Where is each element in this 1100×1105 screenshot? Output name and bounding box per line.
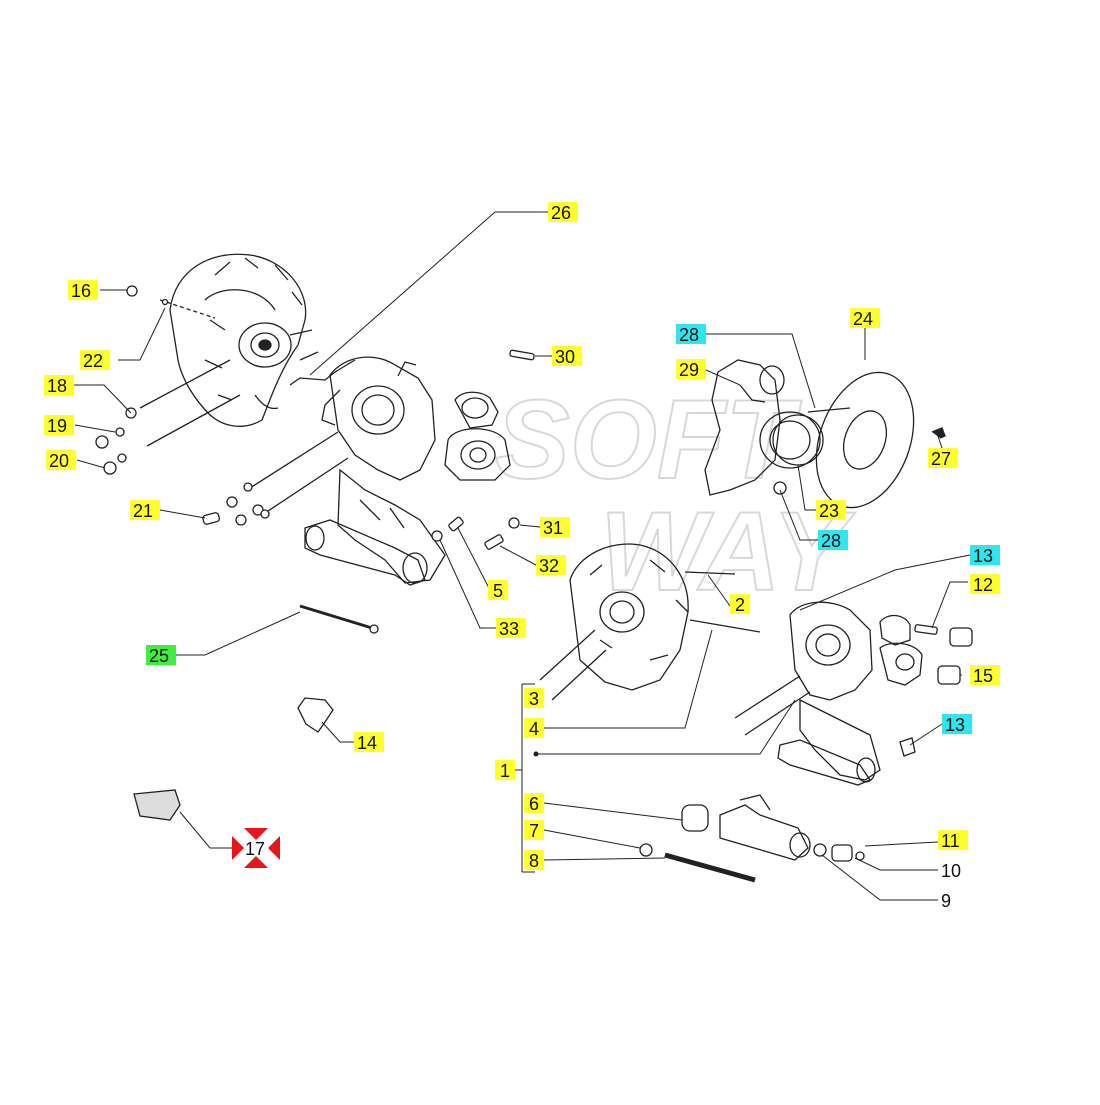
callout-21: 21 (133, 501, 153, 521)
callout-32: 32 (539, 556, 559, 576)
callout-4: 4 (529, 719, 539, 739)
callout-3: 3 (529, 689, 539, 709)
washer-19 (115, 427, 125, 437)
pin-8 (664, 852, 756, 883)
bush-10 (831, 844, 853, 862)
callout-24: 24 (853, 309, 873, 329)
callout-28-top: 28 (679, 325, 699, 345)
ring-9 (813, 843, 827, 857)
clip-13 (899, 737, 916, 757)
main-crankcase (289, 356, 511, 586)
callout-25: 25 (149, 646, 169, 666)
nut-33 (431, 530, 443, 542)
callout-14: 14 (357, 733, 377, 753)
callout-17: 17 (245, 839, 265, 859)
callout-29: 29 (679, 360, 699, 380)
watermark: SOFT WAY (494, 376, 857, 615)
callout-15: 15 (973, 666, 993, 686)
callout-5: 5 (493, 581, 503, 601)
nut-20 (103, 461, 117, 475)
screw-27 (931, 427, 946, 439)
bush-12 (949, 627, 973, 647)
nut-31 (508, 517, 520, 529)
callout-highlights (44, 202, 1000, 870)
watermark-line-1: SOFT (495, 377, 802, 502)
stud-32 (484, 534, 504, 550)
callout-7: 7 (529, 821, 539, 841)
callout-28-bottom: 28 (821, 531, 841, 551)
callout-22: 22 (83, 351, 103, 371)
cover-half (569, 543, 689, 691)
callout-26: 26 (551, 203, 571, 223)
washer-20 (117, 453, 127, 463)
callout-12: 12 (973, 575, 993, 595)
nut-19b (235, 514, 247, 526)
cap-nut-16 (126, 285, 138, 297)
callout-20: 20 (49, 451, 69, 471)
bracket-14 (297, 697, 334, 733)
right-crankcase-assembly (539, 543, 973, 786)
washer-20c (260, 509, 270, 519)
callout-27: 27 (931, 449, 951, 469)
callout-10: 10 (941, 861, 961, 881)
mount-tube (719, 804, 809, 861)
left-small-parts (95, 285, 535, 821)
stud-5 (448, 516, 464, 532)
callout-8: 8 (529, 851, 539, 871)
callouts: 26 16 22 18 19 20 21 30 31 32 5 33 25 14… (44, 202, 1000, 911)
callout-33: 33 (499, 619, 519, 639)
callout-31: 31 (543, 518, 563, 538)
bolt-30 (509, 349, 535, 361)
watermark-line-2: WAY (600, 489, 856, 614)
callout-13-top: 13 (973, 546, 993, 566)
crankcase-half-right (789, 601, 873, 701)
callout-6: 6 (529, 794, 539, 814)
dowel-21 (202, 512, 220, 525)
nut-7 (639, 843, 653, 857)
block-17 (133, 789, 181, 821)
bush-15 (937, 665, 961, 685)
leader-lines (74, 211, 971, 901)
nut-19 (95, 435, 109, 449)
callout-17-marker (232, 828, 280, 868)
callout-9: 9 (941, 891, 951, 911)
callout-19: 19 (47, 416, 67, 436)
crankcase-studs (139, 299, 349, 516)
pin-12 (914, 624, 938, 635)
washer-22 (161, 298, 169, 306)
washer-18b (226, 496, 238, 508)
callout-13-bottom: 13 (945, 715, 965, 735)
callout-11: 11 (941, 831, 960, 851)
callout-1: 1 (500, 761, 510, 781)
left-crankcase-assembly (139, 253, 511, 586)
silentbloc-6 (681, 804, 709, 832)
shaft-assembly (639, 794, 865, 883)
stud-25 (299, 604, 373, 630)
brake-housing (704, 359, 781, 496)
callout-16: 16 (71, 281, 91, 301)
callout-23: 23 (819, 501, 839, 521)
callout-18: 18 (47, 376, 67, 396)
washer-18c (243, 482, 253, 492)
flywheel-side-half-crankcase (169, 253, 319, 427)
callout-2: 2 (735, 595, 745, 615)
callout-30: 30 (555, 347, 575, 367)
